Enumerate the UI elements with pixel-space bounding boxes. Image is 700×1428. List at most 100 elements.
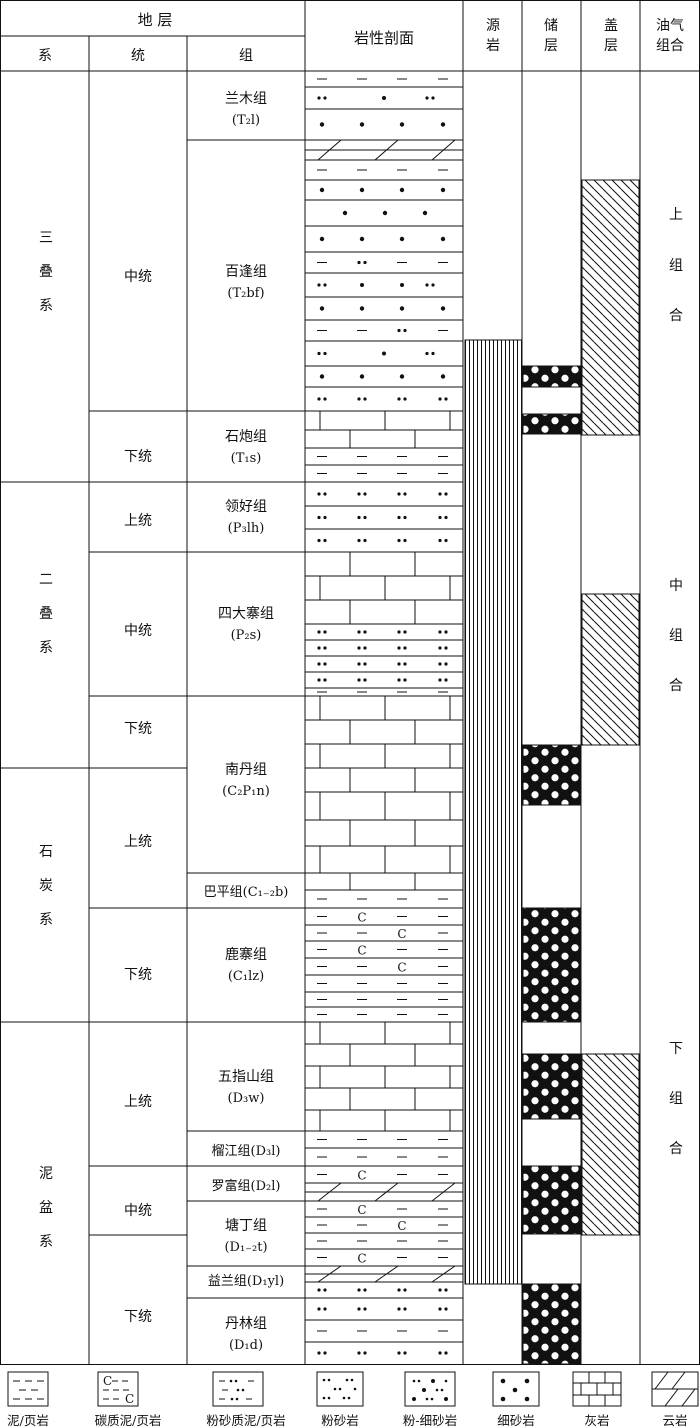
lithology-row-dolo [305,1182,463,1202]
formation-name: 塘丁组 [225,1218,267,1234]
series-label: 下统 [124,1309,152,1325]
svg-text:C: C [357,911,366,925]
formation-name: 南丹组 [225,762,267,778]
lithology-row-lime [319,1022,451,1044]
lithology-row-carbA: C [317,1169,448,1183]
header-cap-2: 层 [604,38,618,54]
lithology-row-silt [317,538,448,543]
legend-item-silty-fine-sandstone: 粉-细砂岩 [403,1371,457,1428]
combo-char: 组 [669,1091,683,1107]
series-label: 上统 [124,1094,152,1110]
reservoir-block [522,1165,581,1235]
lithology-row-carbA: C [317,911,448,925]
reservoir-column [522,365,581,1365]
lithology-row-lime [349,552,416,576]
legend-label: 云岩 [662,1413,687,1428]
combo-char: 上 [669,207,683,223]
legend-label: 碳质泥/页岩 [95,1413,162,1428]
lithology-row-carbA: C [317,1203,448,1217]
lithology-row-carbB: C [317,961,448,975]
legend: 泥/页岩 C C 碳质泥/页岩 粉砂质 [7,1371,699,1428]
lithology-row-carbA: C [317,944,448,958]
lithology-row-lime [319,576,451,600]
formation-name: 领好组 [225,499,267,515]
table-header: 地 层 系 统 组 岩性剖面 源 岩 储 层 盖 层 油气 组合 [38,11,684,64]
lithology-row-sand [319,236,446,242]
lithology-row-sand [319,187,446,193]
lithology-row-mix [317,96,435,100]
lithology-row-mixsilt [317,283,435,287]
series-label: 中统 [124,623,152,639]
legend-label: 泥/页岩 [7,1413,49,1428]
lithology-row-silt [317,630,448,634]
reservoir-block [522,1283,581,1365]
lithology-row-lime [319,696,451,720]
lithology-row-sand [319,306,446,311]
formation-code: (C₁lz) [228,969,264,984]
svg-text:C: C [397,961,406,975]
lithology-row-lime [319,792,451,820]
lithology-row-lime [349,1088,416,1110]
lithology-row-dolo [305,1265,463,1283]
formation-name: 巴平组(C₁₋₂b) [204,885,289,900]
lithology-row-silt [317,678,448,682]
svg-text:C: C [357,1169,366,1183]
formation-name: 百逢组 [225,264,267,280]
legend-label: 粉砂岩 [321,1413,359,1428]
header-combo-2: 组合 [656,38,684,54]
lithology-row-silt [317,646,448,650]
formation-code: (T₂l) [232,113,260,128]
formation-code: (D₁d) [229,1338,263,1353]
lithology-row-sand [319,374,446,379]
svg-text:C: C [397,927,406,941]
header-reservoir-2: 层 [544,38,558,54]
combo-char: 合 [669,308,683,324]
formation-name: 五指山组 [218,1069,274,1085]
header-system: 系 [38,48,52,64]
lithology-row-lime [349,768,416,792]
header-source-1: 源 [486,18,500,34]
lithology-row-lime [349,1044,416,1066]
legend-item-fine-sandstone: 细砂岩 [492,1371,540,1428]
legend-label: 粉-细砂岩 [403,1413,457,1428]
header-reservoir-1: 储 [544,18,558,34]
formation-name: 鹿寨组 [225,946,267,963]
combo-char: 中 [669,578,683,594]
reservoir-block [522,365,581,388]
header-lithology: 岩性剖面 [354,29,414,47]
header-strata: 地 层 [138,11,173,29]
lithology-row-silt [317,1288,448,1292]
cap-column [581,179,640,1236]
series-label: 中统 [124,269,152,285]
legend-item-mudstone: 泥/页岩 [7,1371,49,1428]
series-label: 下统 [124,449,152,465]
formation-name: 益兰组(D₁yl) [208,1274,284,1289]
system-char: 泥 [39,1166,53,1182]
legend-item-dolomite: 云岩 [651,1371,699,1428]
reservoir-block [522,413,581,435]
lithology-row-carbB: C [317,927,448,941]
formation-code: (P₂s) [231,628,262,643]
legend-swatch [97,1371,139,1407]
system-char: 系 [39,1234,53,1250]
lithology-row-lime [319,1066,451,1088]
svg-text:C: C [397,1219,406,1233]
legend-label: 细砂岩 [497,1413,535,1428]
formation-name: 罗富组(D₂l) [212,1178,281,1194]
lithology-row-carbB: C [317,1219,448,1233]
formation-column: 兰木组 (T₂l) 百逢组 (T₂bf) 石炮组 (T₁s) 领好组 (P₃lh… [204,91,289,1353]
combo-char: 合 [669,1141,683,1157]
system-char: 三 [39,230,53,246]
svg-text:C: C [357,1252,366,1266]
legend-carbon-symbol: C [103,1374,112,1388]
formation-code: (D₃w) [228,1091,265,1106]
lithology-row-lime [349,430,416,448]
lithology-row-dolo [305,139,463,161]
reservoir-block [522,907,581,1023]
lithology-row-siltmud2 [317,328,448,333]
formation-name: 四大寨组 [218,605,274,622]
header-cap-1: 盖 [604,18,618,34]
lithology-row-silt [317,1307,448,1311]
legend-swatch [404,1371,456,1407]
